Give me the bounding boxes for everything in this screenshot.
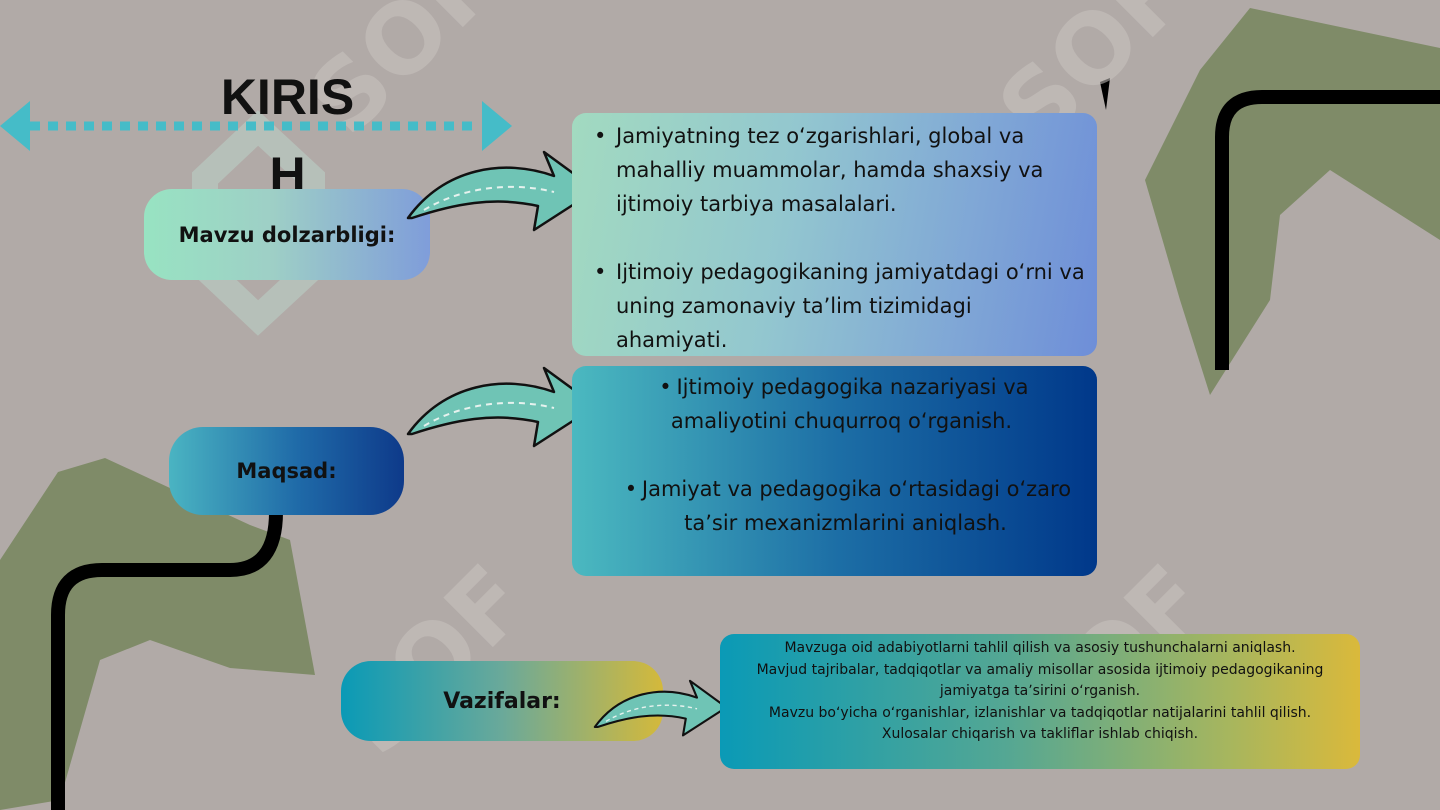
tasks-label: Vazifalar: xyxy=(443,688,561,714)
topic-points-box: Jamiyatning tez oʻzgarishlari, global va… xyxy=(572,113,1097,356)
tasks-box: Mavzuga oid adabiyotlarni tahlil qilish … xyxy=(720,634,1360,769)
watermark-hex-left xyxy=(192,110,325,336)
goal-label: Maqsad: xyxy=(236,459,337,483)
olive-shape-top-right xyxy=(1145,8,1440,395)
goal-points-list: •Ijtimoiy pedagogika nazariyasi va amali… xyxy=(586,370,1087,540)
task-line: Xulosalar chiqarish va takliflar ishlab … xyxy=(881,726,1199,742)
goal-point-text: Ijtimoiy pedagogika nazariyasi va amaliy… xyxy=(670,375,1029,433)
topic-label-pill: Mavzu dolzarbligi: xyxy=(144,189,430,280)
goal-label-pill: Maqsad: xyxy=(169,427,404,515)
curved-arrow-icon-2 xyxy=(406,366,598,448)
bullet-icon: • xyxy=(659,375,672,399)
olive-shape-bottom-left xyxy=(0,458,315,810)
curved-arrow-icon-1 xyxy=(406,150,598,232)
list-item: Ijtimoiy pedagogikaning jamiyatdagi oʻrn… xyxy=(588,255,1089,357)
black-curve-top-right xyxy=(1215,90,1440,370)
task-line: Mavzu boʻyicha oʻrganishlar, izlanishlar… xyxy=(768,704,1312,721)
tasks-label-pill: Vazifalar: xyxy=(341,661,663,741)
dotted-arrow-head-left xyxy=(0,101,30,151)
bullet-icon: • xyxy=(624,477,638,501)
black-tick xyxy=(1100,78,1110,110)
topic-points-list: Jamiyatning tez oʻzgarishlari, global va… xyxy=(588,119,1089,357)
list-item: •Ijtimoiy pedagogika nazariyasi va amali… xyxy=(586,370,1087,438)
dotted-arrow-head-right xyxy=(482,101,512,151)
black-curve-bottom-left xyxy=(51,511,283,810)
curved-arrow-icon-3 xyxy=(593,679,728,737)
topic-label: Mavzu dolzarbligi: xyxy=(178,222,396,247)
goal-point-text: Jamiyat va pedagogika oʻrtasidagi oʻzaro… xyxy=(641,477,1072,535)
goal-points-box: •Ijtimoiy pedagogika nazariyasi va amali… xyxy=(572,366,1097,576)
task-line: Mavjud tajribalar, tadqiqotlar va amaliy… xyxy=(756,661,1324,700)
list-item: •Jamiyat va pedagogika oʻrtasidagi oʻzar… xyxy=(586,472,1087,540)
task-line: Mavzuga oid adabiyotlarni tahlil qilish … xyxy=(784,640,1296,656)
list-item: Jamiyatning tez oʻzgarishlari, global va… xyxy=(588,119,1089,221)
